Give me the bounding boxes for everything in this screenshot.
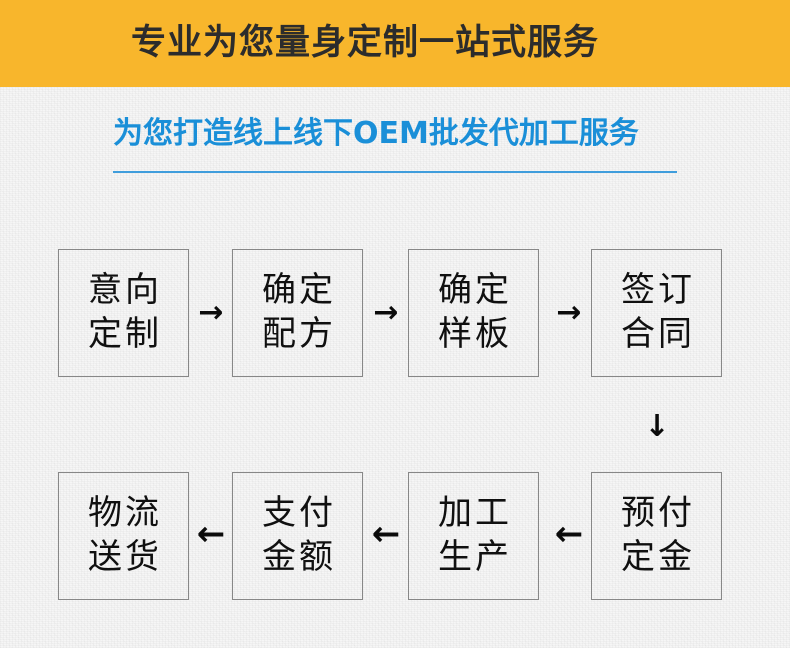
arrow-left-icon: ←: [371, 514, 401, 554]
flow-step-box: 签订 合同: [591, 249, 722, 377]
flow-step-line1: 确定: [262, 270, 336, 311]
flow-step-line2: 配方: [262, 314, 336, 354]
flow-step-line2: 合同: [621, 314, 695, 354]
flow-step-line2: 样板: [438, 314, 512, 354]
header-banner: 专业为您量身定制一站式服务: [0, 0, 790, 87]
flow-step-box: 支付 金额: [232, 472, 363, 600]
flow-step-line1: 签订: [621, 270, 695, 311]
flow-step-line1: 意向: [88, 270, 162, 311]
subtitle-text: 为您打造线上线下OEM批发代加工服务: [113, 116, 639, 151]
flow-step-box: 确定 样板: [408, 249, 539, 377]
flow-step-line2: 定制: [88, 314, 162, 354]
flow-step-box: 意向 定制: [58, 249, 189, 377]
arrow-left-icon: ←: [196, 514, 226, 554]
flow-step-line2: 生产: [438, 537, 512, 577]
flow-step-line1: 预付: [621, 493, 695, 534]
flow-step-box: 预付 定金: [591, 472, 722, 600]
arrow-down-icon: ↓: [644, 409, 670, 444]
arrow-left-icon: ←: [554, 514, 584, 554]
flow-step-box: 物流 送货: [58, 472, 189, 600]
subtitle-section: 为您打造线上线下OEM批发代加工服务: [0, 87, 790, 197]
flow-step-box: 加工 生产: [408, 472, 539, 600]
arrow-right-icon: →: [373, 295, 399, 330]
flow-step-line2: 定金: [621, 537, 695, 577]
flow-step-line2: 送货: [88, 537, 162, 577]
flow-step-line2: 金额: [262, 537, 336, 577]
flow-step-line1: 物流: [88, 493, 162, 534]
arrow-right-icon: →: [556, 295, 582, 330]
flow-step-line1: 加工: [438, 493, 512, 534]
flow-step-line1: 确定: [438, 270, 512, 311]
page-title: 专业为您量身定制一站式服务: [131, 23, 600, 63]
arrow-right-icon: →: [198, 295, 224, 330]
process-flow-diagram: 意向 定制 确定 配方 确定 样板 签订 合同 → → → ↓ 物流 送货 支付…: [0, 230, 790, 630]
flow-step-line1: 支付: [262, 493, 336, 534]
subtitle-divider: [113, 171, 677, 173]
flow-step-box: 确定 配方: [232, 249, 363, 377]
